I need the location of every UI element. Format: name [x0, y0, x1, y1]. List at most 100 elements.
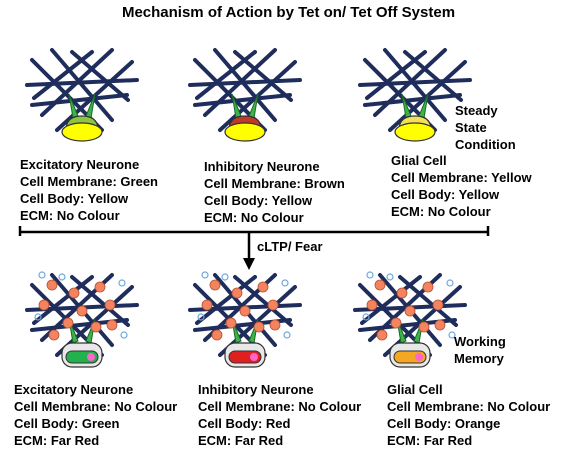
- vesicle-ring: [118, 279, 126, 287]
- cell-name: Glial Cell: [387, 382, 443, 397]
- bottom-neuron-0: [25, 271, 139, 368]
- vesicle-ring: [34, 313, 42, 321]
- ecm-label: ECM: Far Red: [198, 433, 284, 448]
- top-neuron-2: [358, 48, 472, 142]
- ecm-far-red-dot: [231, 287, 243, 299]
- ecm-far-red-dot: [269, 319, 281, 331]
- top-label-glial: Glial Cell Cell Membrane: Yellow Cell Bo…: [391, 152, 532, 220]
- ecm-far-red-dot: [239, 305, 251, 317]
- ecm-strand: [195, 50, 257, 100]
- cell-name: Excitatory Neurone: [20, 157, 140, 172]
- ecm-strand: [365, 50, 427, 100]
- cell-name: Excitatory Neurone: [14, 382, 134, 397]
- body-label: Cell Body: Yellow: [391, 187, 500, 202]
- body-label: Cell Body: Orange: [387, 416, 501, 431]
- body-label: Cell Body: Yellow: [20, 191, 129, 206]
- top-neuron-0: [25, 48, 139, 142]
- arrow-label: cLTP/ Fear: [257, 239, 323, 254]
- ecm-far-red-dot: [374, 279, 386, 291]
- vesicle-ring: [58, 273, 66, 281]
- diagram-title: Mechanism of Action by Tet on/ Tet Off S…: [121, 4, 456, 21]
- membrane-label: Cell Membrane: No Colour: [198, 399, 362, 414]
- bottom-neuron-2: [353, 271, 467, 368]
- ecm-strand: [383, 48, 447, 122]
- ecm-strand: [213, 48, 277, 122]
- membrane-label: Cell Membrane: No Colour: [14, 399, 178, 414]
- ecm-strand: [363, 93, 462, 107]
- ecm-strand: [25, 78, 139, 87]
- vesicle-ring: [386, 273, 394, 281]
- vesicle-ring: [221, 273, 229, 281]
- ecm-far-red-dot: [366, 299, 378, 311]
- bottom-neuron-1: [188, 271, 302, 368]
- ecm-far-red-dot: [106, 319, 118, 331]
- ecm-far-red-dot: [201, 299, 213, 311]
- ecm-strand: [195, 275, 257, 325]
- vesicle-ring: [38, 271, 46, 279]
- ecm-far-red-dot: [257, 281, 269, 293]
- ecm-label: ECM: Far Red: [14, 433, 100, 448]
- ecm-far-red-dot: [396, 287, 408, 299]
- bottom-label-glial: Glial Cell Cell Membrane: No Colour Cell…: [387, 381, 550, 449]
- vesicle-ring: [120, 331, 128, 339]
- cell-body: [394, 122, 436, 142]
- ecm-far-red-dot: [253, 321, 265, 333]
- ecm-strand: [32, 275, 94, 325]
- membrane-label: Cell Membrane: Brown: [204, 176, 345, 191]
- ecm-strand: [360, 275, 422, 325]
- ecm-far-red-dot: [267, 299, 279, 311]
- ecm-label: ECM: No Colour: [391, 204, 491, 219]
- ecm-far-red-dot: [104, 299, 116, 311]
- body-label: Cell Body: Green: [14, 416, 120, 431]
- cell-body: [61, 122, 103, 142]
- ecm-strand: [193, 93, 292, 107]
- vesicle-ring: [283, 331, 291, 339]
- ecm-strand: [188, 78, 302, 87]
- vesicle-ring: [448, 331, 456, 339]
- top-neuron-1: [188, 48, 302, 142]
- ecm-strand: [30, 93, 129, 107]
- reporter-dot: [250, 353, 258, 361]
- ecm-far-red-dot: [434, 319, 446, 331]
- ecm-label: ECM: No Colour: [20, 208, 120, 223]
- cell-name: Inhibitory Neurone: [198, 382, 314, 397]
- ecm-far-red-dot: [46, 279, 58, 291]
- vesicle-ring: [446, 279, 454, 287]
- ecm-strand: [50, 48, 114, 122]
- ecm-far-red-dot: [390, 317, 402, 329]
- bottom-label-inhibitory: Inhibitory Neurone Cell Membrane: No Col…: [198, 381, 361, 449]
- ecm-far-red-dot: [76, 305, 88, 317]
- top-label-inhibitory: Inhibitory Neurone Cell Membrane: Brown …: [204, 158, 345, 226]
- ecm-strand: [358, 78, 472, 87]
- ecm-far-red-dot: [225, 317, 237, 329]
- ecm-far-red-dot: [68, 287, 80, 299]
- ecm-far-red-dot: [404, 305, 416, 317]
- body-label: Cell Body: Yellow: [204, 193, 313, 208]
- ecm-label: ECM: Far Red: [387, 433, 473, 448]
- top-label-excitatory: Excitatory Neurone Cell Membrane: Green …: [20, 156, 158, 224]
- vesicle-ring: [366, 271, 374, 279]
- ecm-far-red-dot: [422, 281, 434, 293]
- membrane-label: Cell Membrane: Yellow: [391, 170, 532, 185]
- ecm-far-red-dot: [211, 329, 223, 341]
- ecm-far-red-dot: [90, 321, 102, 333]
- working-memory-label: Working Memory: [454, 334, 506, 366]
- vesicle-ring: [362, 313, 370, 321]
- ecm-far-red-dot: [432, 299, 444, 311]
- cell-name: Glial Cell: [391, 153, 447, 168]
- ecm-far-red-dot: [94, 281, 106, 293]
- arrow-head: [243, 258, 255, 270]
- reporter-dot: [415, 353, 423, 361]
- vesicle-ring: [201, 271, 209, 279]
- reporter-dot: [87, 353, 95, 361]
- steady-state-label: Steady State Condition: [455, 103, 516, 152]
- ecm-far-red-dot: [376, 329, 388, 341]
- bottom-label-excitatory: Excitatory Neurone Cell Membrane: No Col…: [14, 381, 177, 449]
- vesicle-ring: [197, 313, 205, 321]
- vesicle-ring: [281, 279, 289, 287]
- body-label: Cell Body: Red: [198, 416, 291, 431]
- ecm-strand: [32, 50, 94, 100]
- ecm-far-red-dot: [48, 329, 60, 341]
